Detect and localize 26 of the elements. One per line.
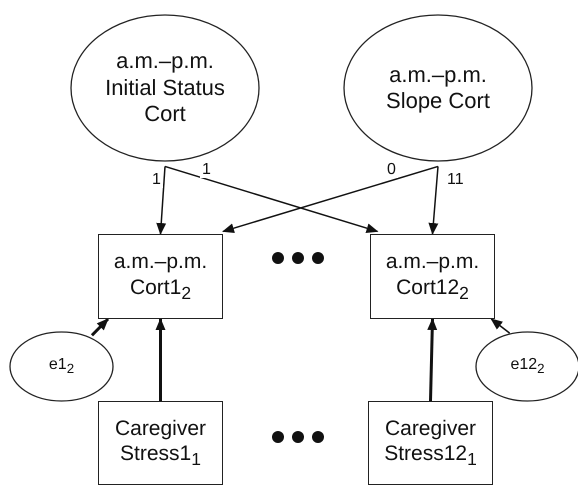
path-arrow: [490, 318, 510, 334]
path-arrow: [222, 166, 438, 234]
path-arrow: [156, 318, 166, 401]
latent-factor-ellipse: [70, 14, 260, 162]
variable-label: a.m.–p.m. Cort12$_{2}$: [384, 249, 480, 304]
path-arrow: [428, 166, 439, 235]
variable-label: Caregiver Stress1$_{1}$: [114, 416, 208, 470]
variable-label: a.m.–p.m. Slope Cort: [385, 62, 491, 114]
path-arrow: [90, 318, 110, 336]
error-term-ellipse: [9, 331, 114, 402]
observed-variable-box: [370, 234, 495, 319]
path-coefficient: 1: [150, 172, 163, 188]
path-arrow: [156, 166, 166, 235]
variable-label: Caregiver Stress12$_{1}$: [383, 416, 478, 470]
latent-factor-ellipse: [343, 14, 533, 162]
path-arrow: [427, 318, 438, 402]
variable-label: e12$_{2}$: [509, 355, 546, 378]
predictor-box: [98, 401, 223, 485]
predictor-box: [368, 401, 493, 485]
observed-variable-box: [98, 234, 223, 319]
path-coefficient: 0: [385, 162, 398, 178]
variable-label: e1$_{2}$: [48, 355, 76, 378]
path-coefficient: 1: [200, 162, 213, 178]
variable-label: a.m.–p.m. Initial Status Cort: [104, 48, 226, 128]
path-arrow: [164, 166, 378, 234]
variable-label: a.m.–p.m. Cort1$_{2}$: [112, 249, 208, 304]
